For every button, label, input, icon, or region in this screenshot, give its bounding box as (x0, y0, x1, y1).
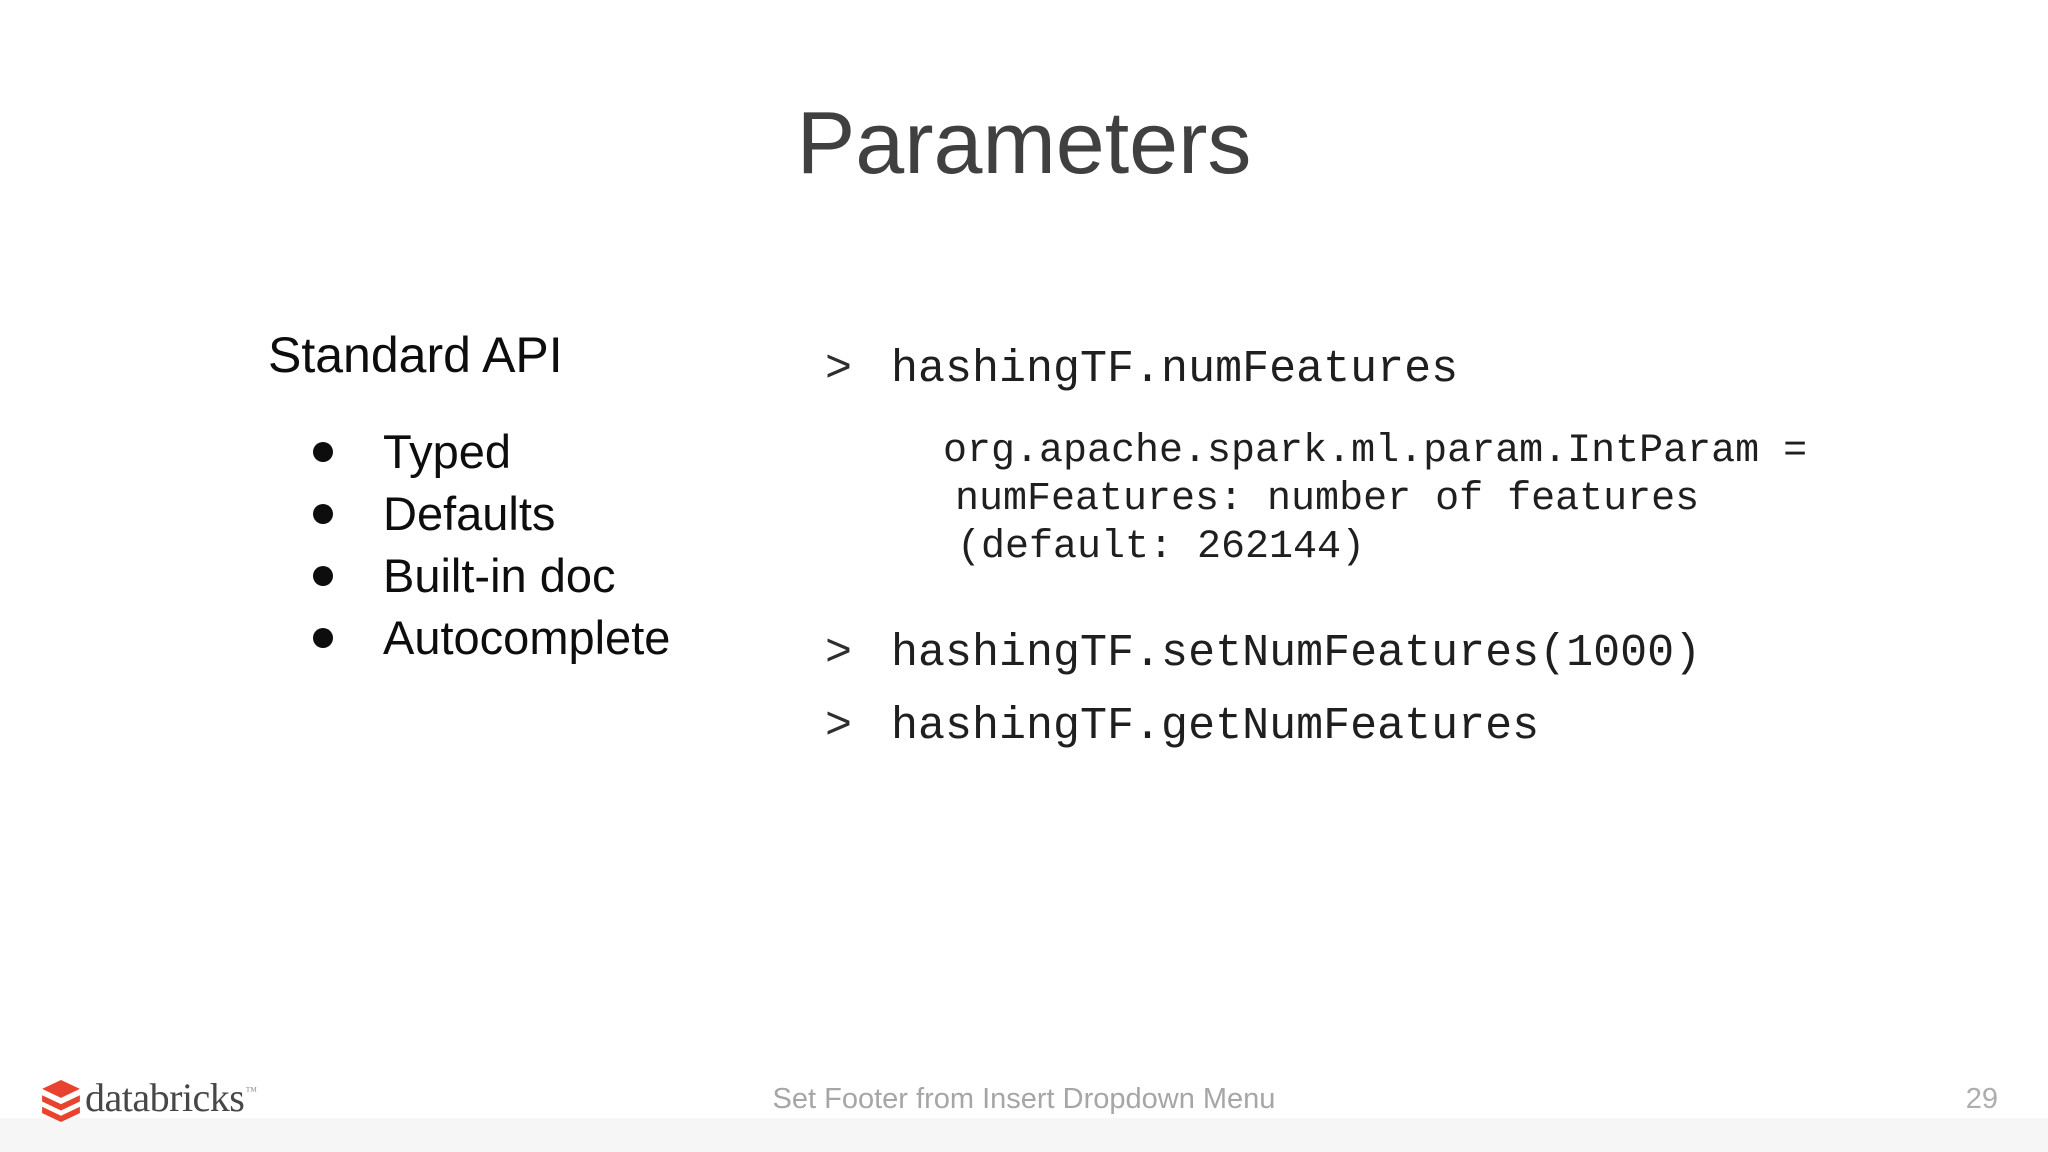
terminal-command-numfeatures: > hashingTF.numFeatures (825, 347, 1458, 392)
standard-api-panel: Standard API Typed Defaults Built-in doc… (268, 327, 768, 664)
list-item-label: Autocomplete (383, 611, 671, 664)
bullet-dot-icon (313, 442, 333, 462)
bullet-dot-icon (313, 628, 333, 648)
bullet-dot-icon (313, 504, 333, 524)
terminal-prompt: > (825, 628, 853, 679)
output-line: (default: 262144) (957, 525, 1366, 570)
list-item: Autocomplete (268, 607, 768, 669)
databricks-wordmark: databricks (85, 1075, 245, 1120)
list-item: Defaults (268, 483, 768, 545)
bullet-dot-icon (313, 566, 333, 586)
command-text: hashingTF.numFeatures (891, 344, 1459, 395)
databricks-bricks-icon (42, 1080, 80, 1122)
list-item-label: Built-in doc (383, 549, 616, 602)
list-item: Built-in doc (268, 545, 768, 607)
left-panel-heading: Standard API (268, 327, 563, 383)
terminal-command-getnumfeatures: > hashingTF.getNumFeatures (825, 704, 1539, 749)
bottom-band (0, 1118, 2048, 1152)
list-item-label: Defaults (383, 487, 556, 540)
slide-page-number: 29 (1965, 1083, 1998, 1115)
list-item-label: Typed (383, 425, 512, 478)
output-line: numFeatures: number of features (955, 477, 1700, 522)
command-text: hashingTF.setNumFeatures(1000) (891, 628, 1702, 679)
terminal-output: org.apache.spark.ml.param.IntParam = num… (943, 428, 1807, 572)
databricks-logo: databricks ™ (42, 1078, 257, 1122)
output-line: org.apache.spark.ml.param.IntParam = (943, 429, 1808, 474)
slide-title: Parameters (796, 93, 1252, 192)
terminal-prompt: > (825, 701, 853, 752)
command-text: hashingTF.getNumFeatures (891, 701, 1540, 752)
slide-footer-text: Set Footer from Insert Dropdown Menu (772, 1083, 1276, 1115)
trademark-symbol: ™ (245, 1084, 258, 1098)
feature-bullet-list: Typed Defaults Built-in doc Autocomplete (268, 421, 768, 669)
list-item: Typed (268, 421, 768, 483)
terminal-command-setnumfeatures: > hashingTF.setNumFeatures(1000) (825, 631, 1701, 676)
terminal-prompt: > (825, 344, 853, 395)
